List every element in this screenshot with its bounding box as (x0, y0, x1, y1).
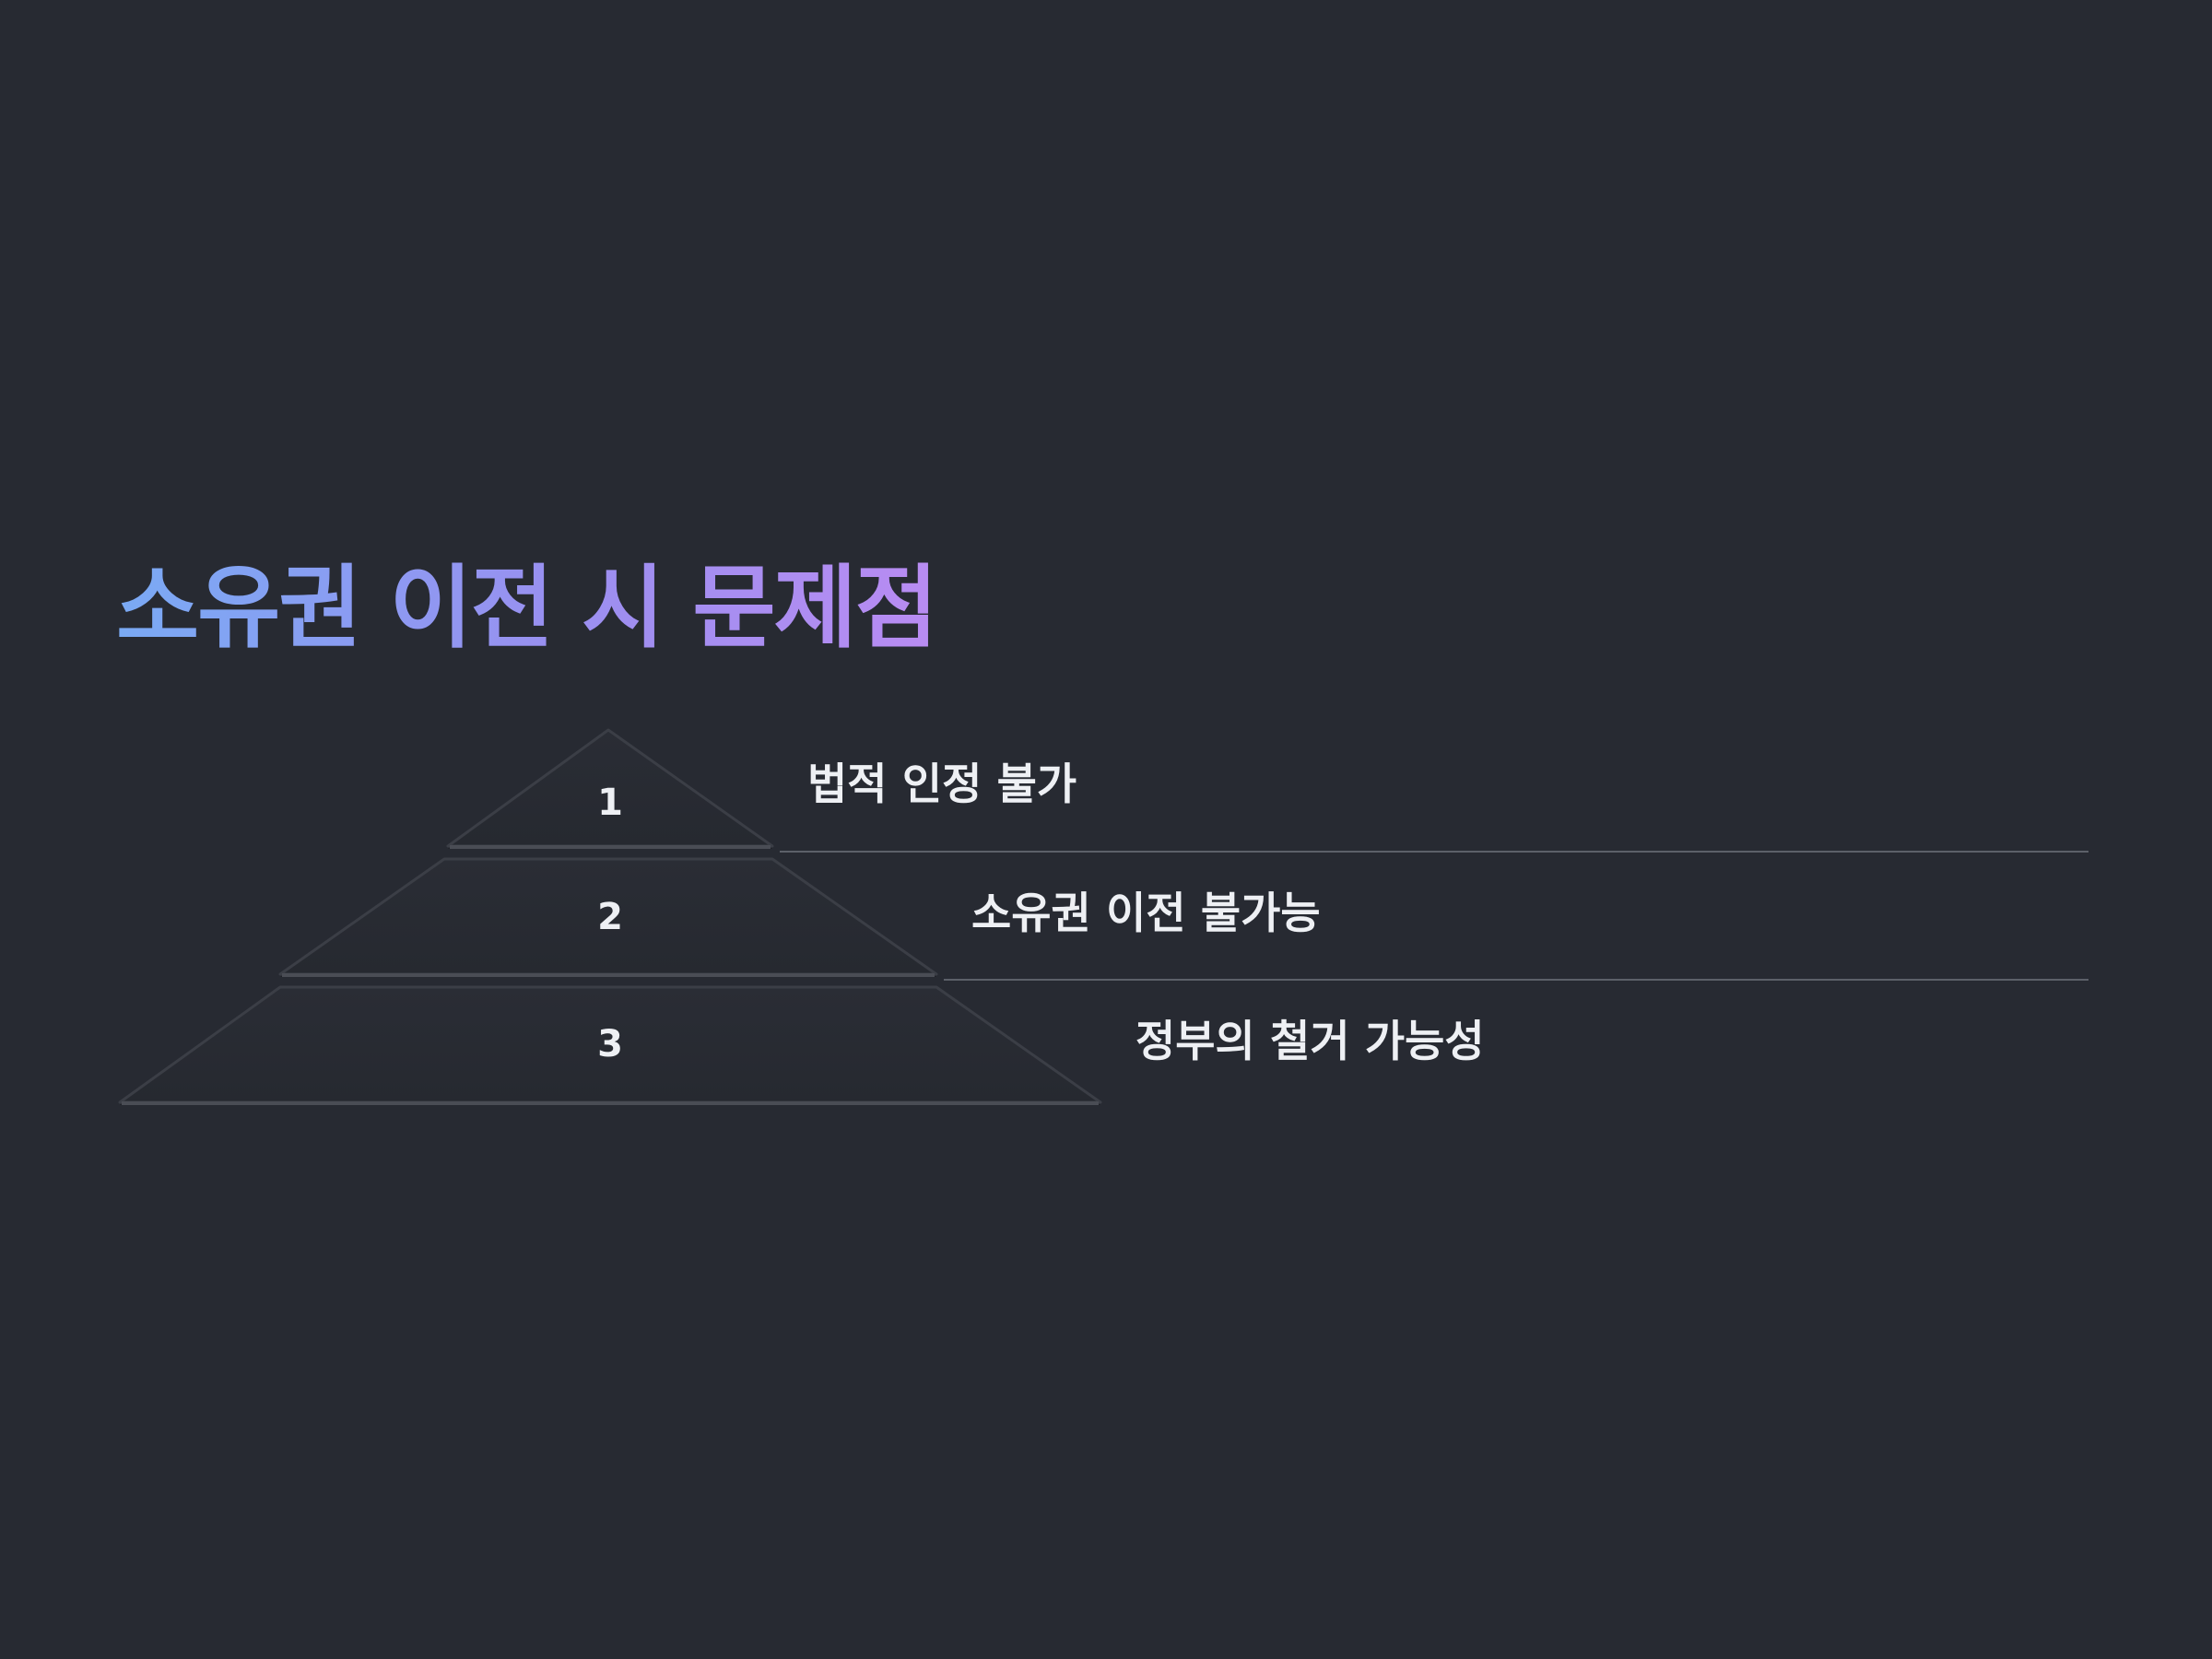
tier-1-label: 법적 인정 불가 (807, 759, 1077, 810)
tier-3-label: 정부의 철거 가능성 (1135, 1017, 1485, 1067)
pyramid-tier-1 (446, 728, 774, 849)
tier-1-divider (780, 851, 2088, 853)
tier-1-number: 1 (597, 782, 623, 824)
tier-2-number: 2 (597, 896, 623, 938)
pyramid-tier-3 (118, 985, 1102, 1105)
tier-2-divider (944, 979, 2088, 981)
pyramid-tier-2 (278, 857, 938, 977)
tier-3-number: 3 (597, 1023, 623, 1065)
slide-title: 소유권 이전 시 문제점 (116, 553, 938, 664)
tier-2-label: 소유권 이전 불가능 (971, 888, 1321, 939)
